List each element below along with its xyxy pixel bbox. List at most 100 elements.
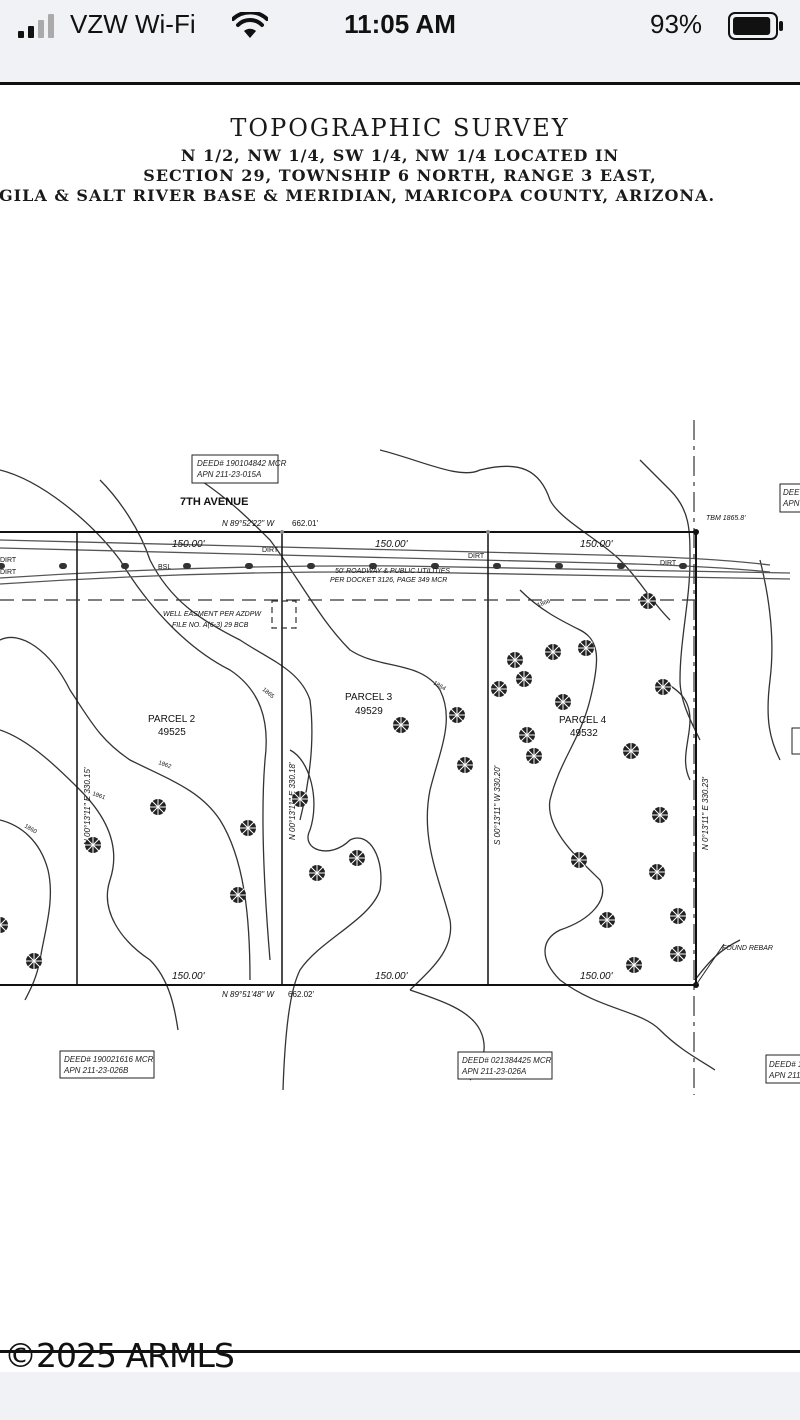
parcel-3-area: 49529 — [355, 706, 383, 717]
apn-north: APN 211-23-015A — [196, 470, 261, 479]
well-note-2: FILE NO. A(6-3) 29 BCB — [172, 622, 249, 629]
frontage-1: 150.00' — [172, 539, 206, 550]
tree-icon — [577, 639, 595, 657]
deed-box-sw — [59, 1050, 155, 1079]
street-label: 7TH AVENUE — [180, 496, 248, 508]
well-note-1: WELL EASMENT PER AZDPW — [163, 611, 262, 618]
tree-icon — [348, 849, 366, 867]
contour-line — [0, 469, 271, 961]
bsl-label: BSL — [158, 564, 171, 571]
dirt-label: DIRT — [0, 569, 17, 576]
parcel-2-name: PARCEL 2 — [148, 714, 196, 725]
dirt-label: DIRT — [262, 547, 279, 554]
tree-icon — [506, 651, 524, 669]
wifi-icon — [232, 12, 268, 38]
contour-line — [99, 479, 313, 821]
survey-title: TOPOGRAPHIC SURVEY — [230, 114, 570, 142]
side-bearing-1: N 00°13'11" E 330.15' — [83, 767, 92, 845]
south-bearing: N 89°51'48" W — [222, 990, 275, 999]
contour-line — [519, 589, 716, 1071]
corner-marker — [486, 530, 490, 534]
contour-line — [0, 729, 179, 1031]
dirt-label: DIRT — [0, 557, 17, 564]
side-bearing-3: S 00°13'11" W 330.20' — [493, 765, 502, 845]
north-distance: 662.01' — [292, 519, 318, 528]
clock: 11:05 AM — [344, 9, 456, 39]
deed-s: DEED# 021384425 MCR — [462, 1056, 552, 1065]
tree-icon — [525, 747, 543, 765]
dirt-road-line — [0, 547, 771, 573]
survey-line-2: SECTION 29, TOWNSHIP 6 NORTH, RANGE 3 EA… — [143, 166, 657, 185]
deed-box-e — [791, 727, 800, 755]
tree-icon — [456, 756, 474, 774]
rear-2: 150.00' — [375, 971, 409, 982]
tree-icon — [625, 956, 643, 974]
parcel-2-area: 49525 — [158, 727, 186, 738]
contour-label: 1860 — [23, 824, 38, 836]
contour-label: 1862 — [157, 760, 172, 770]
well-easement-box — [271, 600, 297, 629]
survey-line-3: GILA & SALT RIVER BASE & MERIDIAN, MARIC… — [0, 186, 716, 205]
contour-line — [0, 636, 251, 981]
corner-marker — [280, 530, 284, 534]
bottom-toolbar-band — [0, 1372, 800, 1420]
page-top-rule — [0, 82, 800, 85]
signal-icon — [18, 14, 54, 38]
tree-icon — [669, 945, 687, 963]
deed-se: DEED# 1 — [769, 1060, 800, 1069]
tree-icon — [308, 864, 326, 882]
deed-north: DEED# 190104842 MCR — [197, 459, 287, 468]
tree-icon — [639, 592, 657, 610]
dirt-road-line — [0, 571, 791, 585]
carrier-label: VZW Wi-Fi — [70, 9, 196, 39]
battery-icon — [728, 12, 783, 40]
tree-icon — [291, 790, 309, 808]
survey-line-1: N 1/2, NW 1/4, SW 1/4, NW 1/4 LOCATED IN — [180, 146, 620, 165]
tree-icon — [648, 863, 666, 881]
frontage-2: 150.00' — [375, 539, 409, 550]
dirt-road-line — [0, 565, 791, 579]
deed-sw: DEED# 190021616 MCR — [64, 1055, 154, 1064]
tree-icon — [25, 952, 43, 970]
south-distance: 662.02' — [288, 990, 314, 999]
watermark: ©2025 ARMLS — [4, 1336, 235, 1375]
tree-icon — [518, 726, 536, 744]
tree-icon — [651, 806, 669, 824]
survey-title-block: TOPOGRAPHIC SURVEY N 1/2, NW 1/4, SW 1/4… — [0, 114, 800, 206]
apn-s: APN 211-23-026A — [461, 1067, 526, 1076]
corner-marker — [693, 529, 699, 535]
rear-1: 150.00' — [172, 971, 206, 982]
contour-line — [659, 679, 691, 781]
rear-3: 150.00' — [580, 971, 614, 982]
page-bottom-rule — [0, 1350, 800, 1353]
contour-label: 1865 — [261, 687, 276, 701]
roadway-note-2: PER DOCKET 3126, PAGE 349 MCR — [330, 577, 447, 584]
site-plan: DEED# 190104842 MCR APN 211-23-015A DEED… — [0, 420, 800, 1095]
tree-icon — [490, 680, 508, 698]
parcel-4-area: 49532 — [570, 728, 598, 739]
contour-label: 1861 — [91, 791, 106, 801]
side-bearing-4: N 0°13'11" E 330.23' — [701, 777, 710, 850]
tree-icon — [0, 916, 9, 934]
status-bar: VZW Wi-Fi 11:05 AM 93% — [0, 0, 800, 54]
tbm-label: TBM 1865.8' — [706, 515, 746, 522]
contour-line — [0, 819, 51, 1001]
battery-percent: 93% — [650, 9, 703, 39]
rebar-leader — [695, 943, 725, 986]
tree-icon — [392, 716, 410, 734]
tree-icon — [598, 911, 616, 929]
parcel-3-name: PARCEL 3 — [345, 692, 393, 703]
tree-icon — [622, 742, 640, 760]
tree-icon — [544, 643, 562, 661]
contour-label: 1866 — [537, 598, 552, 608]
tree-icon — [149, 798, 167, 816]
deed-ne: DEE — [783, 488, 800, 497]
dirt-label: DIRT — [660, 560, 677, 567]
tree-icon — [515, 670, 533, 688]
toolbar-band — [0, 54, 800, 82]
apn-sw: APN 211-23-026B — [63, 1066, 129, 1075]
tree-icon — [570, 851, 588, 869]
deed-box-se — [765, 1054, 800, 1084]
contour-line — [199, 479, 452, 991]
tree-icon — [229, 886, 247, 904]
